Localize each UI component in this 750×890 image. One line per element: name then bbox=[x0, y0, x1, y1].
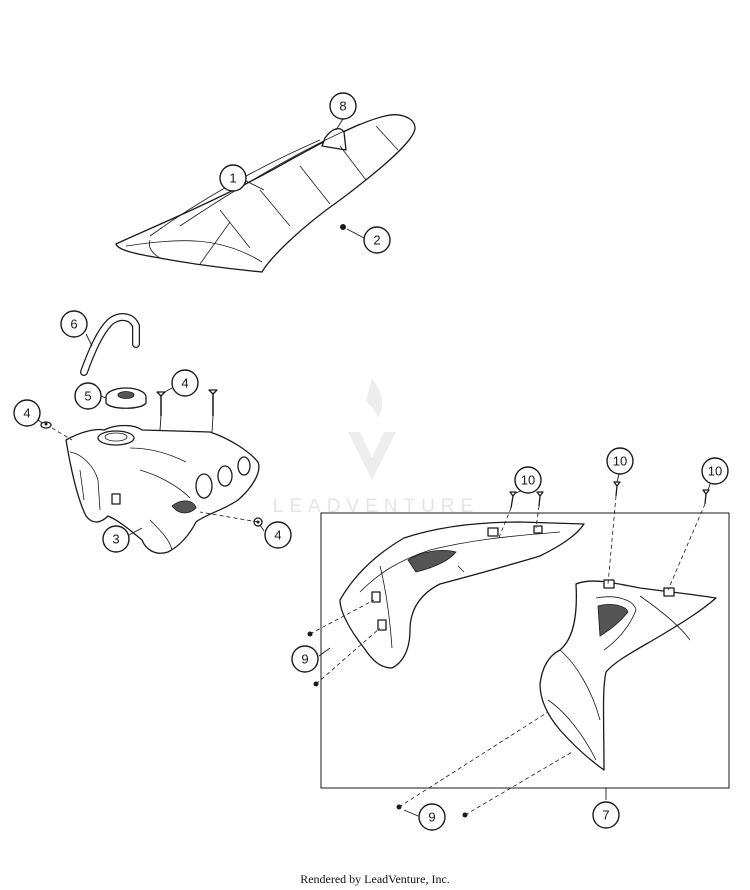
svg-text:9: 9 bbox=[428, 810, 435, 825]
tank-washer-right bbox=[253, 517, 263, 527]
spoiler-screw-3 bbox=[613, 481, 621, 497]
callout-8: 8 bbox=[329, 92, 357, 120]
spoiler-screw-2 bbox=[536, 491, 544, 507]
fuel-tank bbox=[65, 424, 260, 554]
callout-10-right: 10 bbox=[701, 457, 729, 485]
watermark-text: LEADVENTURE bbox=[273, 496, 479, 517]
svg-text:7: 7 bbox=[602, 808, 609, 823]
seat bbox=[115, 114, 416, 273]
svg-text:1: 1 bbox=[229, 171, 236, 186]
callout-6: 6 bbox=[60, 310, 88, 338]
right-spoiler bbox=[539, 579, 717, 771]
tank-screw-top bbox=[156, 391, 166, 416]
callout-4-left: 4 bbox=[13, 399, 41, 427]
svg-text:9: 9 bbox=[301, 652, 308, 667]
svg-text:3: 3 bbox=[112, 532, 119, 547]
svg-text:10: 10 bbox=[708, 464, 722, 479]
svg-text:6: 6 bbox=[70, 317, 77, 332]
callout-10-middle: 10 bbox=[606, 447, 634, 475]
tank-washer-left bbox=[40, 421, 52, 429]
svg-text:2: 2 bbox=[373, 233, 380, 248]
rendered-by-footer: Rendered by LeadVenture, Inc. bbox=[300, 872, 450, 886]
leadventure-watermark: LEADVENTURE bbox=[273, 378, 479, 517]
tank-screw-rear bbox=[208, 389, 218, 416]
seat-screw bbox=[340, 224, 346, 230]
spoiler-screw-4 bbox=[702, 489, 710, 505]
left-spoiler bbox=[339, 521, 585, 669]
fuel-cap bbox=[105, 387, 147, 409]
svg-text:4: 4 bbox=[181, 376, 188, 391]
callout-3: 3 bbox=[102, 525, 130, 553]
callout-9-bottom: 9 bbox=[418, 803, 446, 831]
callout-9-left: 9 bbox=[291, 645, 319, 673]
svg-text:10: 10 bbox=[521, 473, 535, 488]
callout-2: 2 bbox=[363, 226, 391, 254]
callout-10-left: 10 bbox=[514, 466, 542, 494]
svg-text:4: 4 bbox=[23, 406, 30, 421]
svg-text:8: 8 bbox=[339, 99, 346, 114]
spoiler-screw-1 bbox=[509, 491, 517, 509]
svg-text:4: 4 bbox=[274, 528, 281, 543]
spoiler-group-frame bbox=[320, 512, 730, 789]
callout-5: 5 bbox=[74, 382, 102, 410]
callout-4-top: 4 bbox=[171, 369, 199, 397]
callout-7: 7 bbox=[592, 801, 620, 829]
svg-text:5: 5 bbox=[84, 389, 91, 404]
callout-1: 1 bbox=[219, 164, 247, 192]
breather-hose bbox=[80, 313, 140, 376]
svg-text:10: 10 bbox=[613, 454, 627, 469]
callout-4-right: 4 bbox=[264, 521, 292, 549]
